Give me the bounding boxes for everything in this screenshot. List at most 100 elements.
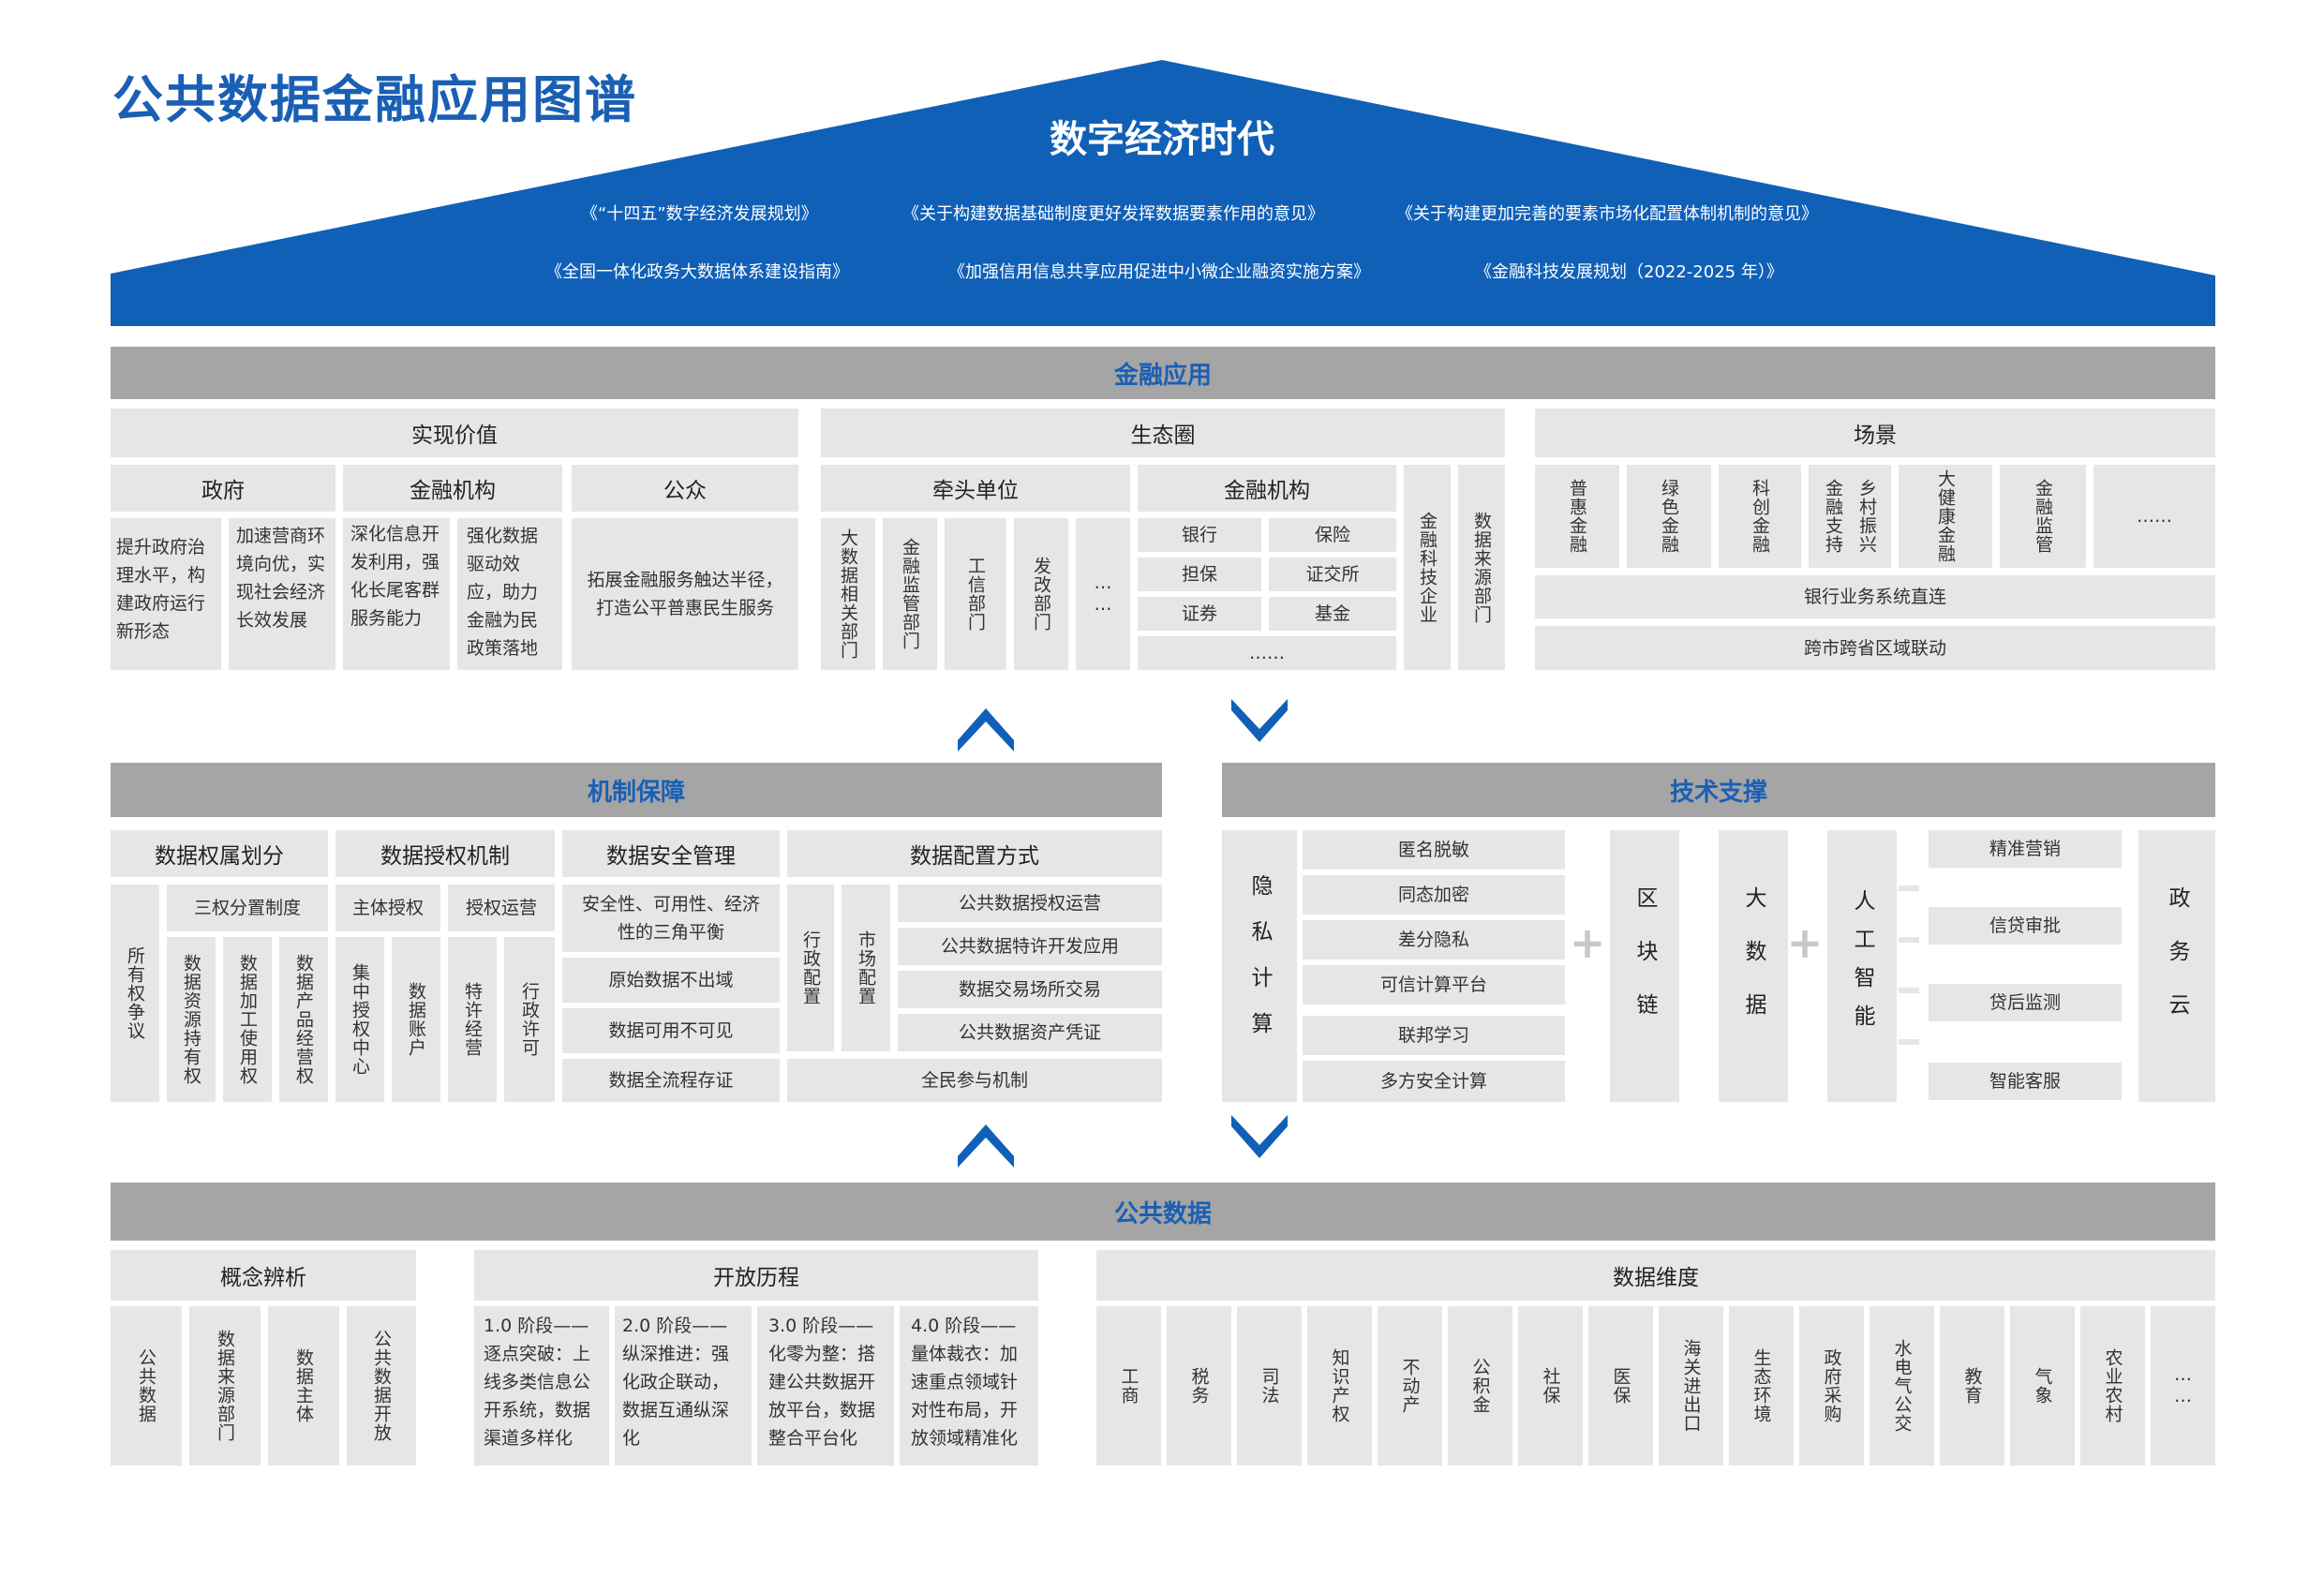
tech-block: 区块链 [1610, 830, 1679, 1102]
tech-app: 精准营销 [1929, 830, 2122, 868]
security-item: 数据全流程存证 [562, 1059, 780, 1102]
scene-item-label: 乡村振兴 [1856, 479, 1877, 554]
dim-item: 农业农村 [2080, 1306, 2145, 1465]
dim-item: 司法 [1237, 1306, 1302, 1465]
eco-inst-item: 担保 [1138, 558, 1261, 591]
ownership-item: 数据资源持有权 [167, 937, 216, 1102]
mech-col-header: 数据权属划分 [111, 830, 328, 877]
config-item: 公共数据授权运营 [898, 885, 1162, 922]
page-title: 公共数据金融应用图谱 [112, 70, 637, 129]
dim-item: 生态环境 [1729, 1306, 1794, 1465]
policy-doc: 《“十四五”数字经济发展规划》 [581, 204, 818, 224]
dim-item: 医保 [1588, 1306, 1653, 1465]
eco-inst-item: …… [1138, 636, 1396, 670]
value-header: 实现价值 [111, 409, 798, 457]
value-cell: 强化数据驱动效应，助力金融为民政策落地 [457, 518, 562, 670]
value-cell: 加速营商环境向优，实现社会经济长效发展 [229, 518, 335, 670]
scene-item: 绿色金融 [1627, 465, 1711, 568]
dim-item: 水电气公交 [1870, 1306, 1934, 1465]
history-header: 开放历程 [474, 1250, 1038, 1301]
eco-inst-item: 基金 [1269, 597, 1396, 631]
arrow-up-icon [958, 708, 1014, 751]
eco-lead-header: 牵头单位 [821, 465, 1130, 512]
public-header: 公共数据 [111, 1183, 2215, 1241]
dim-item: 不动产 [1378, 1306, 1442, 1465]
dim-item: 公积金 [1448, 1306, 1512, 1465]
arrow-down-icon [1231, 699, 1288, 742]
eco-lead-item: 大数据相关部门 [821, 518, 875, 670]
scene-item: 金融监管 [2000, 465, 2086, 568]
eco-side-source: 数据来源部门 [1458, 465, 1505, 670]
history-item: 1.0 阶段——逐点突破：上线多类信息公开系统，数据渠道多样化 [474, 1306, 609, 1465]
scene-header: 场景 [1535, 409, 2215, 457]
tech-header: 技术支撑 [1222, 763, 2215, 817]
scene-row: 银行业务系统直连 [1535, 575, 2215, 618]
config-item: 数据交易场所交易 [898, 971, 1162, 1008]
plus-icon: + [1786, 917, 1824, 968]
policy-doc: 《金融科技发展规划（2022-2025 年）》 [1475, 262, 1783, 282]
security-item: 数据可用不可见 [562, 1008, 780, 1053]
dim-item: 政府采购 [1799, 1306, 1864, 1465]
dim-item: 税务 [1167, 1306, 1231, 1465]
tech-block: 人工智能 [1827, 830, 1897, 1102]
auth-item: 特许经营 [448, 937, 497, 1102]
auth-item: 行政许可 [504, 937, 555, 1102]
policy-doc: 《加强信用信息共享应用促进中小微企业融资实施方案》 [948, 262, 1370, 282]
privacy-item: 同态加密 [1303, 875, 1565, 915]
dim-item: 海关进出口 [1659, 1306, 1723, 1465]
value-group-fin: 金融机构 [343, 465, 562, 512]
arrow-up-icon [958, 1124, 1014, 1168]
scene-item: 大健康金融 [1899, 465, 1992, 568]
tech-block: 大数据 [1719, 830, 1788, 1102]
security-item: 原始数据不出域 [562, 958, 780, 1003]
concept-item: 数据来源部门 [189, 1306, 261, 1465]
tech-app: 贷后监测 [1929, 984, 2122, 1021]
concept-item: 公共数据 [111, 1306, 182, 1465]
eco-side-fintech: 金融科技企业 [1404, 465, 1451, 670]
eco-lead-item: 金融监管部门 [883, 518, 937, 670]
eco-inst-item: 保险 [1269, 518, 1396, 552]
config-item: 公共数据特许开发应用 [898, 928, 1162, 965]
eco-lead-item: …… [1076, 518, 1130, 670]
policy-doc: 《关于构建更加完善的要素市场化配置体制机制的意见》 [1396, 204, 1818, 224]
eco-lead-item: 发改部门 [1014, 518, 1068, 670]
eco-header: 生态圈 [821, 409, 1505, 457]
config-side: 市场配置 [842, 885, 890, 1051]
concept-item: 数据主体 [268, 1306, 339, 1465]
mech-col-header: 数据安全管理 [562, 830, 780, 877]
dim-item: …… [2151, 1306, 2215, 1465]
tech-cloud: 政务云 [2138, 830, 2215, 1102]
roof-shape [111, 60, 2215, 326]
value-cell: 深化信息开发利用，强化长尾客群服务能力 [343, 518, 450, 670]
eco-inst-item: 证券 [1138, 597, 1261, 631]
auth-top: 主体授权 [335, 885, 440, 931]
privacy-item: 多方安全计算 [1303, 1061, 1565, 1102]
ownership-item: 数据加工使用权 [223, 937, 272, 1102]
mech-col-header: 数据配置方式 [787, 830, 1162, 877]
mech-col-header: 数据授权机制 [335, 830, 555, 877]
mech-header: 机制保障 [111, 763, 1162, 817]
plus-icon: + [1569, 917, 1606, 968]
ownership-side: 所有权争议 [111, 885, 159, 1102]
privacy-item: 可信计算平台 [1303, 965, 1565, 1004]
concept-header: 概念辨析 [111, 1250, 416, 1301]
policy-doc: 《全国一体化政务大数据体系建设指南》 [545, 262, 849, 282]
dim-item: 气象 [2010, 1306, 2075, 1465]
dim-item: 知识产权 [1307, 1306, 1372, 1465]
tech-privacy: 隐私计算 [1222, 830, 1297, 1102]
finance-header: 金融应用 [111, 347, 2215, 399]
dim-item: 社保 [1518, 1306, 1583, 1465]
arrow-down-icon [1231, 1115, 1288, 1158]
concept-item: 公共数据开放 [347, 1306, 416, 1465]
equals-icon [1897, 843, 1921, 1087]
tech-app: 信贷审批 [1929, 907, 2122, 945]
privacy-item: 匿名脱敏 [1303, 830, 1565, 870]
history-item: 2.0 阶段——纵深推进：强化政企联动，数据互通纵深化 [615, 1306, 752, 1465]
value-cell: 拓展金融服务触达半径，打造公平普惠民生服务 [572, 518, 798, 670]
eco-inst-header: 金融机构 [1138, 465, 1396, 512]
value-group-public: 公众 [572, 465, 798, 512]
scene-item: …… [2093, 465, 2215, 568]
history-item: 3.0 阶段——化零为整：搭建公共数据开放平台，数据整合平台化 [757, 1306, 894, 1465]
privacy-item: 差分隐私 [1303, 920, 1565, 960]
eco-lead-item: 工信部门 [945, 518, 1006, 670]
